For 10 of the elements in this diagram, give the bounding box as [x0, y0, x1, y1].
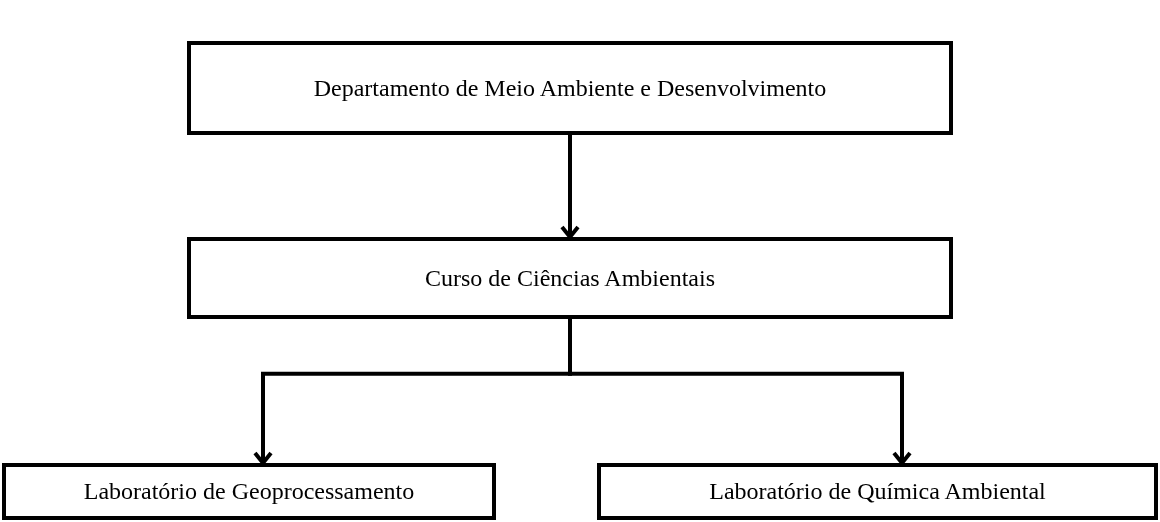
- org-box: [187, 41, 953, 135]
- org-box: [2, 463, 496, 520]
- box-label: Departamento de Meio Ambiente e Desenvolvimento: [313, 74, 827, 102]
- box-label: Curso de Ciências Ambientais: [425, 264, 715, 292]
- arrow: [560, 135, 580, 239]
- box-label: Laboratório de Geoprocessamento: [83, 478, 415, 505]
- org-box: [187, 237, 953, 319]
- org-box: [597, 463, 1158, 520]
- box-label: Laboratório de Química Ambiental: [709, 478, 1046, 505]
- arrow: [568, 319, 912, 465]
